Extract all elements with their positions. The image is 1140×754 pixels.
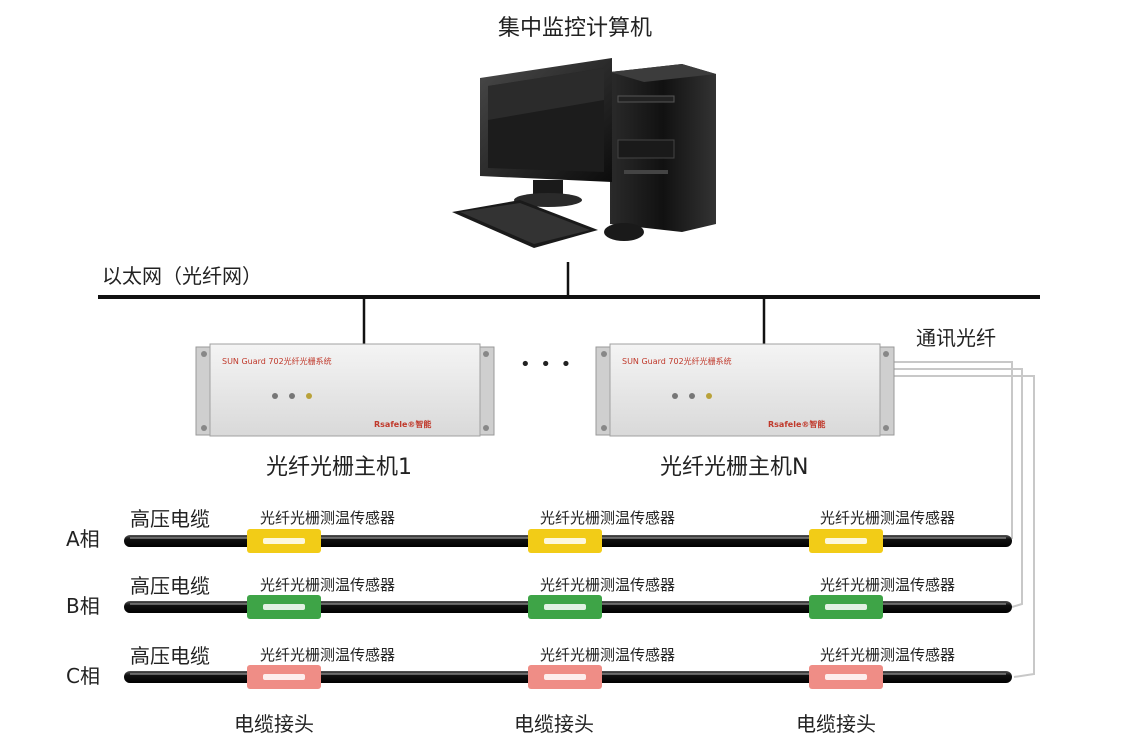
phase-label-b: B相 bbox=[66, 594, 100, 618]
sensor-label: 光纤光栅测温传感器 bbox=[260, 509, 396, 527]
sensor-window bbox=[544, 604, 586, 610]
phase-label-c: C相 bbox=[66, 664, 100, 688]
host-n-label: 光纤光栅主机N bbox=[660, 455, 809, 480]
sensor-label: 光纤光栅测温传感器 bbox=[540, 576, 676, 594]
ellipsis: • • • bbox=[520, 354, 574, 375]
host-n-device bbox=[595, 343, 895, 437]
sensor-window bbox=[263, 604, 305, 610]
fiber-label: 通讯光纤 bbox=[916, 326, 996, 350]
sensor-window bbox=[544, 538, 586, 544]
cable-label-b: 高压电缆 bbox=[130, 574, 210, 598]
joint-label: 电缆接头 bbox=[234, 712, 314, 736]
sensor-label: 光纤光栅测温传感器 bbox=[260, 646, 396, 664]
host-1-panel-title: SUN Guard 702光纤光栅系统 bbox=[222, 357, 332, 366]
sensor-label: 光纤光栅测温传感器 bbox=[540, 509, 676, 527]
joint-label: 电缆接头 bbox=[796, 712, 876, 736]
sensor-label: 光纤光栅测温传感器 bbox=[820, 646, 956, 664]
host-n-brand: Rsafele®智能 bbox=[768, 420, 826, 429]
sensor-label: 光纤光栅测温传感器 bbox=[820, 576, 956, 594]
sensor-label: 光纤光栅测温传感器 bbox=[260, 576, 396, 594]
host-1-label: 光纤光栅主机1 bbox=[266, 455, 412, 480]
computer-icon bbox=[452, 58, 716, 248]
sensor-window bbox=[263, 538, 305, 544]
host-n-panel-title: SUN Guard 702光纤光栅系统 bbox=[622, 357, 732, 366]
host-1-device bbox=[195, 343, 495, 437]
cable-label-c: 高压电缆 bbox=[130, 644, 210, 668]
sensor-joints bbox=[247, 529, 883, 689]
sensor-label: 光纤光栅测温传感器 bbox=[820, 509, 956, 527]
joint-label: 电缆接头 bbox=[514, 712, 594, 736]
sensor-window bbox=[263, 674, 305, 680]
sensor-window bbox=[825, 604, 867, 610]
sensor-window bbox=[544, 674, 586, 680]
computer-title: 集中监控计算机 bbox=[498, 16, 653, 41]
sensor-window bbox=[825, 538, 867, 544]
phase-label-a: A相 bbox=[66, 527, 100, 551]
sensor-window bbox=[825, 674, 867, 680]
host-1-brand: Rsafele®智能 bbox=[374, 420, 432, 429]
cable-label-a: 高压电缆 bbox=[130, 507, 210, 531]
network-label: 以太网（光纤网） bbox=[102, 264, 262, 288]
sensor-label: 光纤光栅测温传感器 bbox=[540, 646, 676, 664]
